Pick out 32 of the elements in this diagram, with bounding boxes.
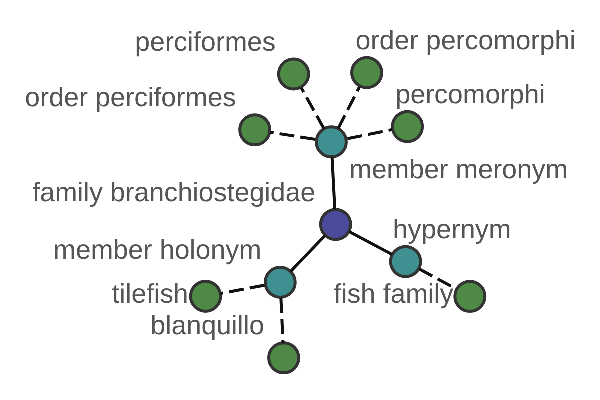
node-circle	[188, 280, 222, 312]
connector	[336, 86, 360, 129]
node-circle	[390, 110, 424, 143]
connector	[290, 234, 326, 272]
connector	[220, 284, 264, 295]
node-label: percomorphi	[395, 78, 545, 109]
connector	[300, 86, 326, 130]
node-label: family branchiostegidae	[32, 176, 316, 207]
node-label: hypernym	[392, 214, 511, 244]
node-circle	[238, 113, 271, 146]
node-label: tilefish	[112, 278, 188, 309]
connector	[269, 130, 316, 141]
node-circle	[388, 244, 422, 278]
node-circle	[350, 56, 383, 89]
node-label: order perciformes	[24, 82, 236, 112]
connector	[418, 267, 457, 290]
node-circle	[314, 125, 348, 158]
node-label: member holonym	[53, 234, 262, 265]
connector	[330, 156, 336, 210]
connector	[279, 298, 284, 343]
node-label: blanquillo	[150, 310, 264, 340]
connector	[348, 230, 393, 256]
node-label: perciformes	[134, 26, 276, 56]
node-circle	[318, 208, 352, 241]
connector	[346, 128, 392, 140]
node-circle	[453, 280, 486, 313]
node-circle	[263, 266, 296, 298]
node-label: order percomorphi	[355, 25, 576, 56]
node-label: fish family	[333, 278, 454, 309]
node-label: member meronym	[349, 154, 568, 184]
node-circle	[276, 57, 310, 90]
node-circle	[266, 341, 300, 374]
